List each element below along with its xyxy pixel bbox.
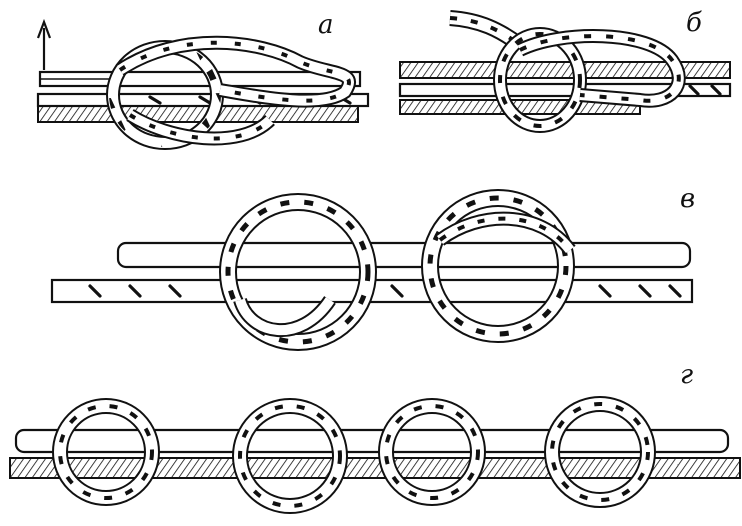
rope-lower-g [10, 458, 740, 478]
panel-g-drawing [10, 404, 740, 506]
rope-upper-g [16, 430, 728, 452]
panel-label-g: г [680, 362, 693, 388]
panel-b-drawing [400, 18, 730, 126]
rope-upper-v [118, 243, 690, 267]
panel-label-v: в [680, 186, 695, 212]
rope-lower-a [38, 106, 358, 122]
panel-a-drawing [38, 22, 368, 143]
panel-label-a: а [318, 12, 334, 38]
panel-v-drawing [52, 198, 692, 342]
panel-label-b: б [686, 10, 702, 36]
knot-g-2 [240, 406, 340, 506]
